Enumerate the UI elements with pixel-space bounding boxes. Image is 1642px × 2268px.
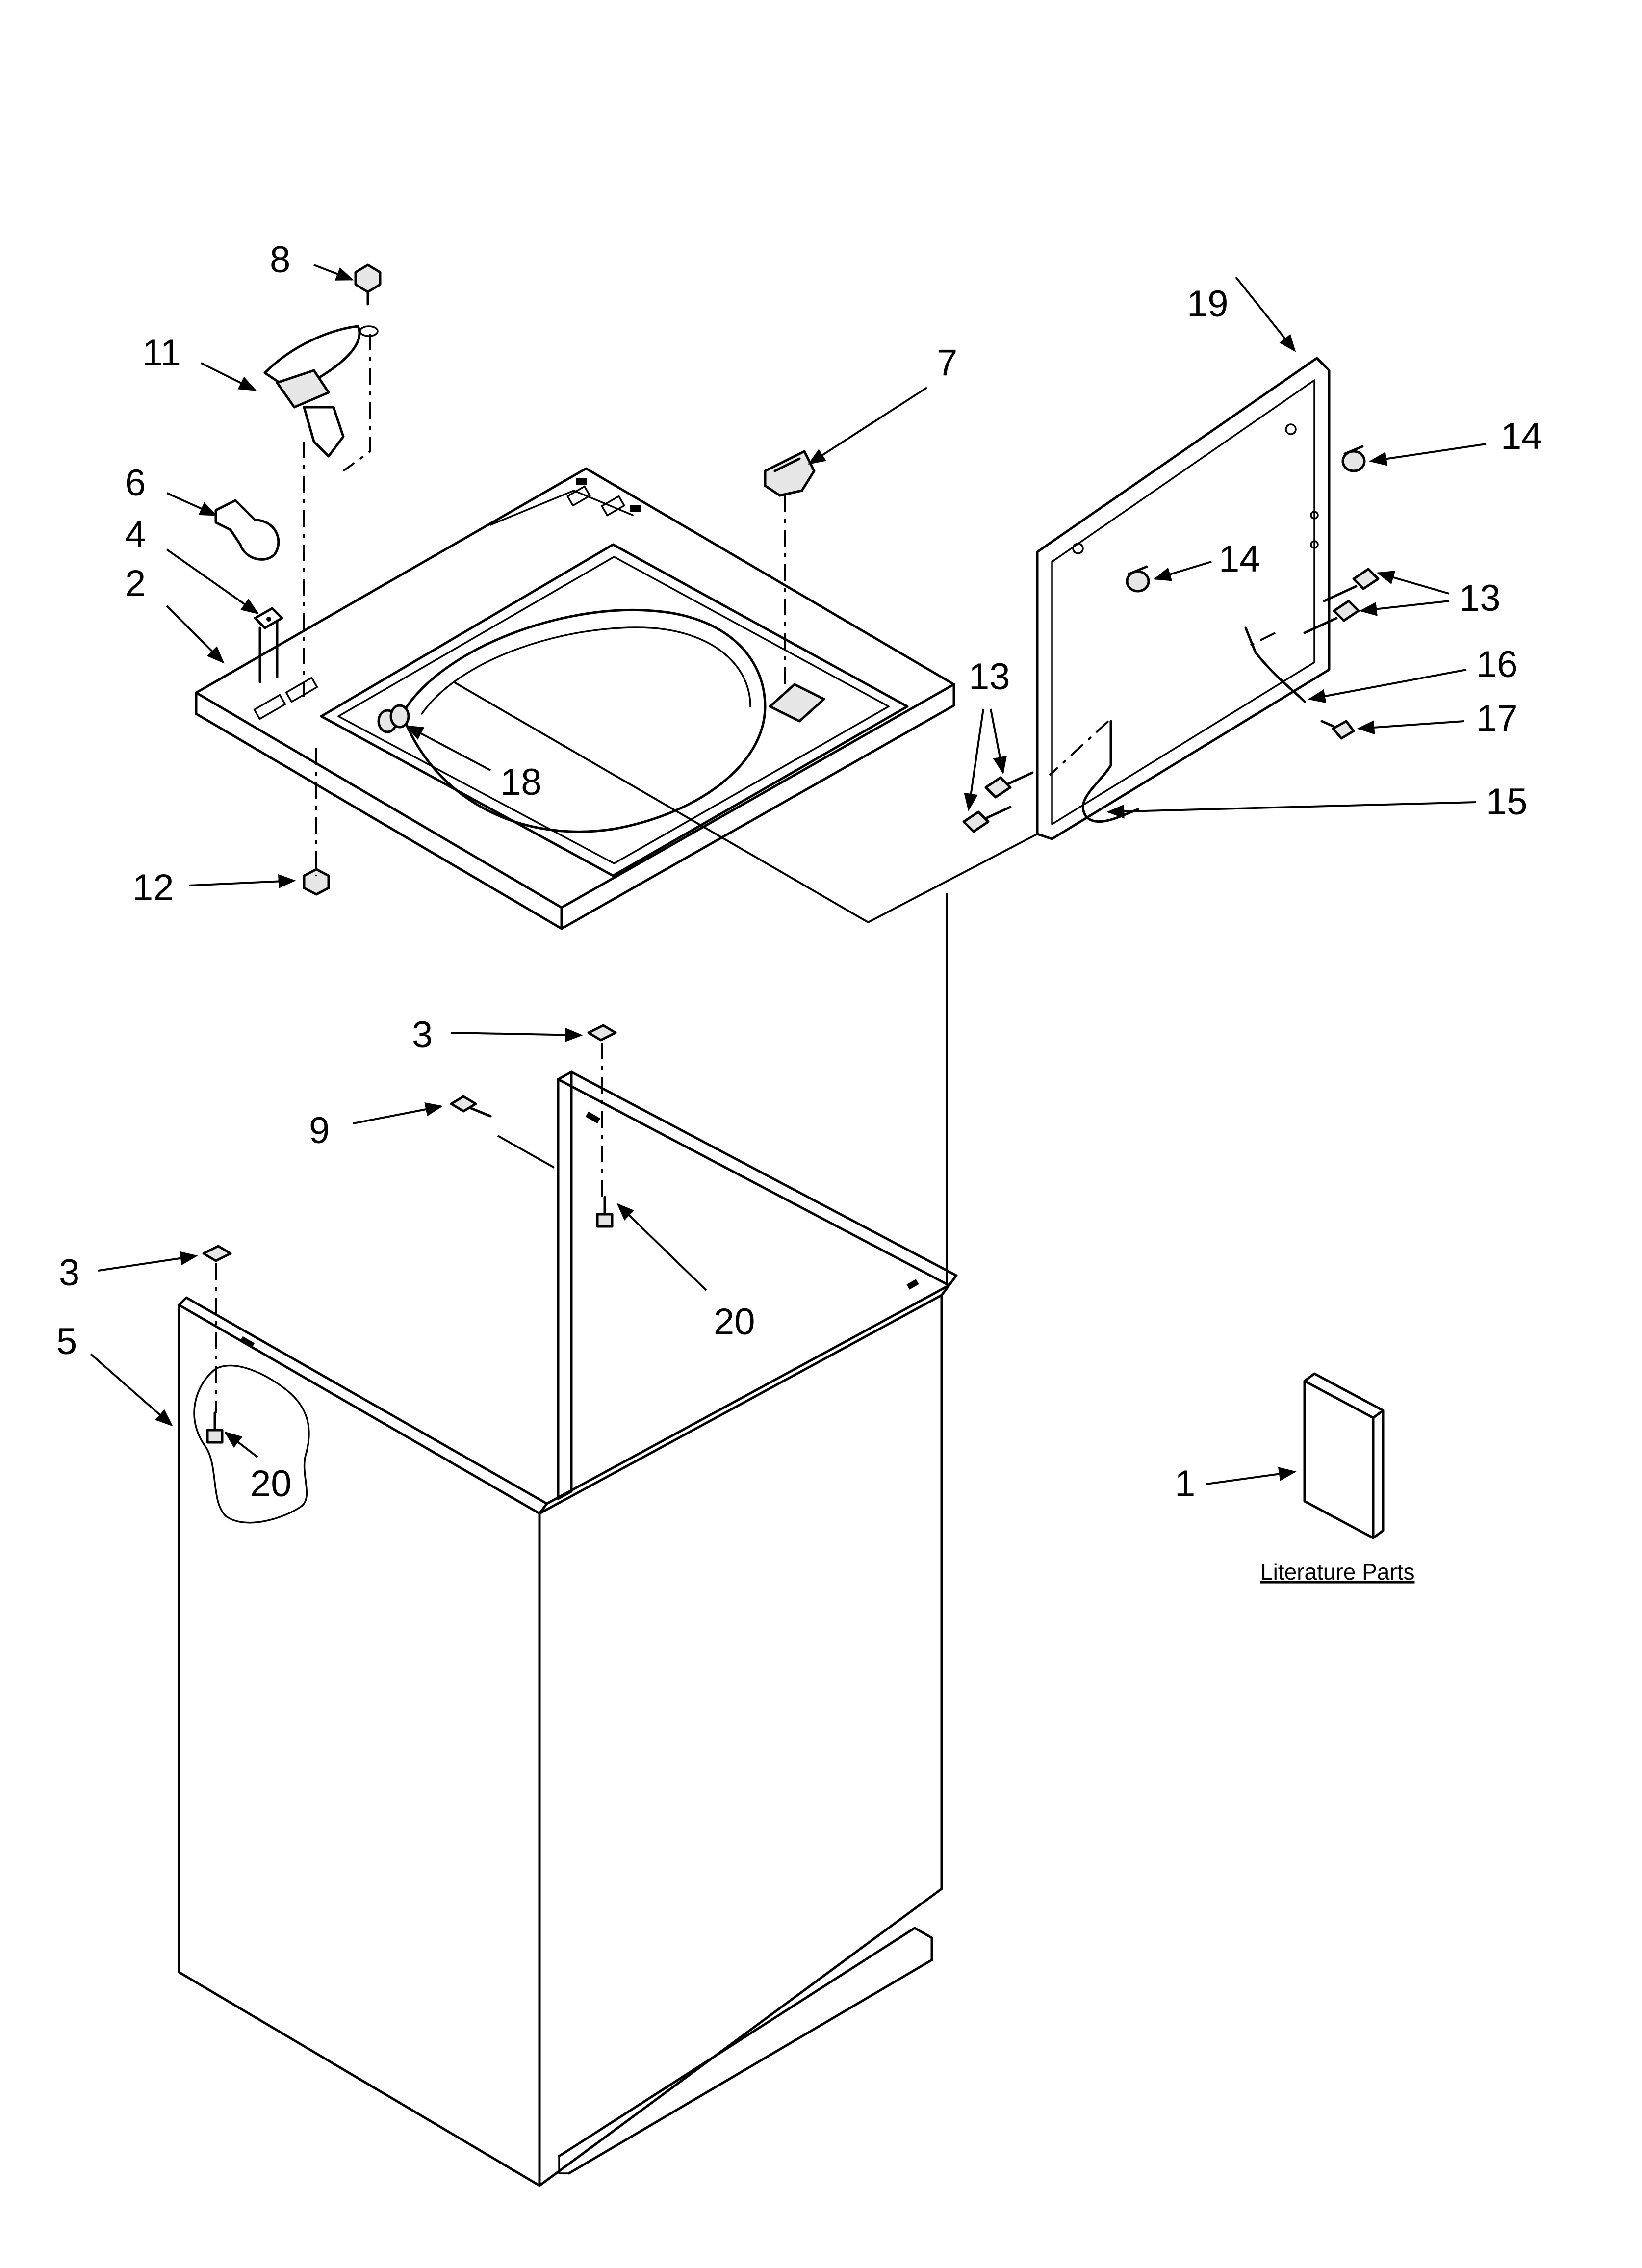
lid-switch-11 bbox=[263, 325, 361, 458]
bumper-14-lower bbox=[1126, 565, 1150, 593]
callout-8: 8 bbox=[270, 239, 290, 281]
screw-13-lower bbox=[962, 771, 1034, 833]
callout-4: 4 bbox=[125, 514, 146, 555]
callout-16: 16 bbox=[1476, 644, 1518, 685]
callout-1: 1 bbox=[1175, 1463, 1195, 1505]
callout-17: 17 bbox=[1476, 698, 1518, 739]
bracket-4 bbox=[254, 607, 283, 683]
screw-20-front bbox=[206, 1411, 224, 1444]
callout-13-left: 13 bbox=[969, 656, 1010, 698]
nut-12 bbox=[303, 868, 330, 896]
alignment-lines bbox=[215, 334, 1276, 1413]
callout-19: 19 bbox=[1187, 283, 1229, 325]
callout-3-rear: 3 bbox=[412, 1014, 433, 1056]
literature-parts-label: Literature Parts bbox=[1260, 1559, 1414, 1585]
callout-20-rear: 20 bbox=[714, 1301, 755, 1343]
callout-12: 12 bbox=[132, 867, 174, 909]
screw-13-upper bbox=[1303, 568, 1380, 634]
callout-2: 2 bbox=[125, 563, 146, 604]
bumper-14-upper bbox=[1341, 445, 1366, 472]
lid bbox=[1036, 357, 1331, 840]
callout-20-front: 20 bbox=[250, 1463, 292, 1505]
callout-labels: 8 11 6 4 2 7 19 14 14 13 13 16 17 15 18 … bbox=[56, 239, 1542, 1585]
screw-17 bbox=[1320, 720, 1355, 740]
callout-7: 7 bbox=[937, 342, 957, 384]
callout-9: 9 bbox=[309, 1110, 330, 1151]
callout-18: 18 bbox=[500, 761, 542, 803]
cabinet bbox=[178, 1070, 958, 2187]
clip-6 bbox=[214, 499, 280, 561]
callout-6: 6 bbox=[125, 462, 146, 504]
callout-11: 11 bbox=[142, 332, 181, 374]
callout-14-lower: 14 bbox=[1219, 538, 1260, 580]
callout-14-upper: 14 bbox=[1501, 416, 1542, 457]
callout-3-front: 3 bbox=[59, 1252, 79, 1294]
clip-3-front bbox=[202, 1245, 232, 1262]
literature-parts-book bbox=[1303, 1372, 1385, 1539]
callout-5: 5 bbox=[56, 1321, 77, 1362]
callout-13-right: 13 bbox=[1459, 577, 1501, 619]
screw-9 bbox=[450, 1095, 492, 1118]
clip-3-rear bbox=[587, 1024, 617, 1042]
leader-arrows bbox=[90, 264, 1487, 1485]
screw-8 bbox=[354, 263, 382, 337]
callout-15: 15 bbox=[1486, 781, 1528, 823]
dispenser-7 bbox=[764, 450, 816, 497]
cabinet-top bbox=[195, 467, 955, 930]
bumper-18 bbox=[377, 704, 410, 733]
screw-20-rear bbox=[596, 1196, 614, 1228]
